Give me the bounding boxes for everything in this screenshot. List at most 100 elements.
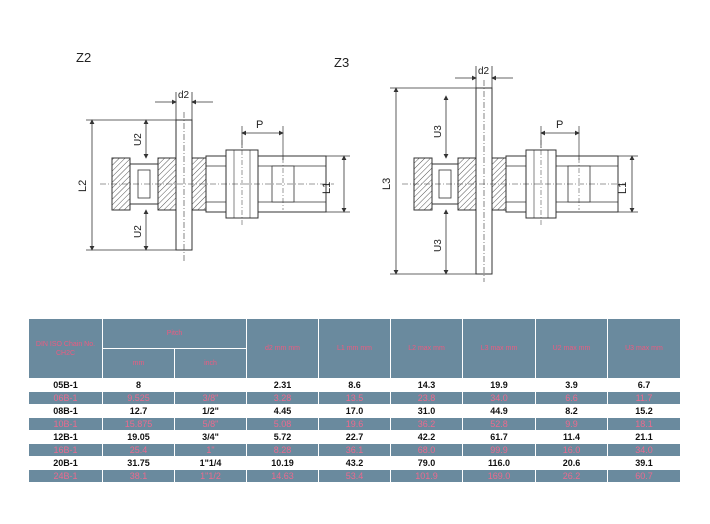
cell-chain-no: 10B-1 (28, 417, 103, 431)
cell-l1: 22.7 (318, 430, 391, 444)
cell-pitch-inch (174, 378, 247, 392)
spec-table: DIN ISO Chain No. CH2C Pitch d2 mm mm L1… (28, 318, 681, 483)
header-pitch-mm: mm (102, 348, 175, 379)
cell-l2: 14.3 (390, 378, 463, 392)
z2-l2-label: L2 (77, 180, 89, 192)
cell-u2: 8.2 (535, 404, 608, 418)
header-l1: L1 mm mm (318, 318, 391, 379)
cell-l1: 17.0 (318, 404, 391, 418)
cell-u3: 39.1 (607, 456, 681, 470)
header-chain-no: DIN ISO Chain No. CH2C (28, 318, 103, 379)
cell-chain-no: 20B-1 (28, 456, 103, 470)
cell-l3: 116.0 (462, 456, 536, 470)
cell-pitch-inch: 5/8" (174, 417, 247, 431)
cell-l1: 8.6 (318, 378, 391, 392)
cell-pitch-mm: 25.4 (102, 443, 175, 457)
cell-pitch-mm: 15.875 (102, 417, 175, 431)
cell-chain-no: 24B-1 (28, 469, 103, 483)
cell-l3: 44.9 (462, 404, 536, 418)
cell-d2: 10.19 (246, 456, 319, 470)
z3-d2-label: d2 (478, 66, 490, 77)
cell-pitch-inch: 3/8" (174, 391, 247, 405)
cell-l3: 52.8 (462, 417, 536, 431)
z3-l1-label: L1 (617, 182, 629, 194)
header-d2: d2 mm mm (246, 318, 319, 379)
cell-l2: 36.2 (390, 417, 463, 431)
cell-d2: 5.08 (246, 417, 319, 431)
cell-d2: 2.31 (246, 378, 319, 392)
cell-u2: 9.9 (535, 417, 608, 431)
cell-l3: 61.7 (462, 430, 536, 444)
z3-u3-bottom-label: U3 (433, 239, 444, 252)
cell-chain-no: 05B-1 (28, 378, 103, 392)
z2-p-label: P (256, 119, 263, 131)
cell-l2: 23.8 (390, 391, 463, 405)
cell-l1: 53.4 (318, 469, 391, 483)
cell-pitch-mm: 8 (102, 378, 175, 392)
cell-pitch-mm: 31.75 (102, 456, 175, 470)
cell-u3: 6.7 (607, 378, 681, 392)
cell-u2: 16.0 (535, 443, 608, 457)
cell-u3: 60.7 (607, 469, 681, 483)
cell-l3: 99.9 (462, 443, 536, 457)
cell-l2: 101.9 (390, 469, 463, 483)
cell-pitch-mm: 12.7 (102, 404, 175, 418)
cell-u2: 6.6 (535, 391, 608, 405)
drawing-canvas: Z2 d2 P L2 (76, 50, 638, 282)
z2-d2-label: d2 (178, 90, 190, 101)
cell-u3: 18.1 (607, 417, 681, 431)
cell-l3: 19.9 (462, 378, 536, 392)
header-pitch: Pitch (102, 318, 247, 349)
cell-pitch-inch: 3/4" (174, 430, 247, 444)
table-header: DIN ISO Chain No. CH2C Pitch d2 mm mm L1… (28, 318, 681, 379)
cell-l3: 34.0 (462, 391, 536, 405)
header-u2: U2 max mm (535, 318, 608, 379)
cell-u3: 34.0 (607, 443, 681, 457)
cell-d2: 5.72 (246, 430, 319, 444)
cell-pitch-inch: 1"1/2 (174, 469, 247, 483)
z3-title: Z3 (334, 55, 349, 70)
z2-u2-bottom-label: U2 (133, 225, 144, 238)
cell-chain-no: 12B-1 (28, 430, 103, 444)
cell-d2: 14.63 (246, 469, 319, 483)
cell-pitch-inch: 1/2" (174, 404, 247, 418)
cell-l2: 42.2 (390, 430, 463, 444)
z3-l3-label: L3 (381, 178, 393, 190)
cell-u2: 3.9 (535, 378, 608, 392)
z3-u3-top-label: U3 (433, 125, 444, 138)
cell-pitch-mm: 19.05 (102, 430, 175, 444)
header-u3: U3 max mm (607, 318, 681, 379)
cell-d2: 8.28 (246, 443, 319, 457)
cell-pitch-mm: 38.1 (102, 469, 175, 483)
cell-u2: 26.2 (535, 469, 608, 483)
cell-l3: 169.0 (462, 469, 536, 483)
z2-l1-label: L1 (321, 182, 333, 194)
cell-chain-no: 06B-1 (28, 391, 103, 405)
cell-l1: 36.1 (318, 443, 391, 457)
cell-u3: 21.1 (607, 430, 681, 444)
cell-chain-no: 16B-1 (28, 443, 103, 457)
cell-u2: 20.6 (535, 456, 608, 470)
header-l3: L3 max mm (462, 318, 536, 379)
cell-d2: 3.28 (246, 391, 319, 405)
header-pitch-inch: inch (174, 348, 247, 379)
z3-p-label: P (556, 119, 563, 131)
cell-chain-no: 08B-1 (28, 404, 103, 418)
technical-drawing: Z2 d2 P L2 (76, 50, 638, 282)
cell-pitch-inch: 1"1/4 (174, 456, 247, 470)
z2-title: Z2 (76, 50, 91, 65)
z3-figure: Z3 d2 P L3 (334, 55, 638, 282)
cell-pitch-inch: 1" (174, 443, 247, 457)
cell-l1: 43.2 (318, 456, 391, 470)
cell-u3: 15.2 (607, 404, 681, 418)
header-l2: L2 max mm (390, 318, 463, 379)
